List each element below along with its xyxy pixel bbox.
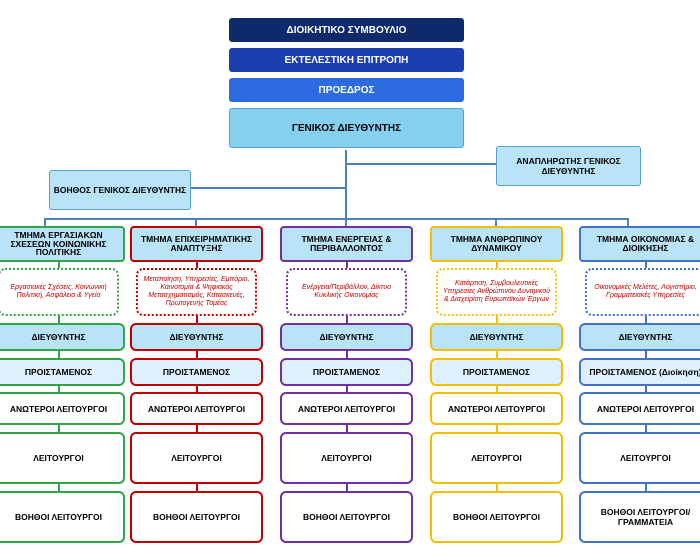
department-description: Κατάρτιση, Συμβουλευτικές Υπηρεσίες Ανθρ…: [436, 268, 557, 316]
department-row-connector: [495, 262, 498, 268]
department-title: ΤΜΗΜΑ ΕΡΓΑΣΙΑΚΩΝ ΣΧΕΣΕΩΝ ΚΟΙΝΩΝΙΚΗΣ ΠΟΛΙ…: [0, 226, 125, 262]
department-title: ΤΜΗΜΑ ΕΠΙΧΕΙΡΗΜΑΤΙΚΗΣ ΑΝΑΠΤΥΞΗΣ: [130, 226, 263, 262]
officers-box: ΛΕΙΤΟΥΡΓΟΙ: [430, 432, 563, 484]
officers-box: ΛΕΙΤΟΥΡΓΟΙ: [280, 432, 413, 484]
assistant-officers-box: ΒΟΗΘΟΙ ΛΕΙΤΟΥΡΓΟΙ: [0, 491, 125, 543]
department-row-connector: [495, 351, 498, 358]
director-box: ΔΙΕΥΘΥΝΤΗΣ: [280, 323, 413, 351]
department-row-connector: [345, 484, 348, 491]
connector-dept-3: [345, 218, 347, 226]
connector-assistant: [191, 187, 347, 189]
assistant-officers-box: ΒΟΗΘΟΙ ΛΕΙΤΟΥΡΓΟΙ: [430, 491, 563, 543]
department-row-connector: [345, 386, 348, 392]
department-description: Μεταποίηση, Υπηρεσίες, Εμπόριο, Καινοτομ…: [136, 268, 257, 316]
connector-main-vertical: [345, 150, 347, 218]
assistant-officers-box: ΒΟΗΘΟΙ ΛΕΙΤΟΥΡΓΟΙ/ ΓΡΑΜΜΑΤΕΙΑ: [579, 491, 700, 543]
department-row-connector: [644, 351, 647, 358]
department-row-connector: [495, 425, 498, 432]
department-row-connector: [195, 484, 198, 491]
department-row-connector: [57, 316, 60, 323]
assistant-officers-box: ΒΟΗΘΟΙ ΛΕΙΤΟΥΡΓΟΙ: [130, 491, 263, 543]
department-description: Ενέργεια/Περιβάλλον, Δίκτυο Κυκλικής Οικ…: [286, 268, 407, 316]
connector-dept-2: [195, 218, 197, 226]
officers-box: ΛΕΙΤΟΥΡΓΟΙ: [579, 432, 700, 484]
department-row-connector: [195, 351, 198, 358]
officers-box: ΛΕΙΤΟΥΡΓΟΙ: [0, 432, 125, 484]
connector-departments-horizontal: [44, 218, 628, 220]
department-description: Οικονομικές Μελέτες, Λογιστήριο, Γραμματ…: [585, 268, 700, 316]
department-row-connector: [495, 484, 498, 491]
connector-dept-5: [627, 218, 629, 226]
general-manager-box: ΓΕΝΙΚΟΣ ΔΙΕΥΘΥΝΤΗΣ: [229, 108, 464, 148]
head-of-section-box: ΠΡΟΙΣΤΑΜΕΝΟΣ: [0, 358, 125, 386]
director-box: ΔΙΕΥΘΥΝΤΗΣ: [579, 323, 700, 351]
department-row-connector: [57, 262, 60, 268]
department-row-connector: [57, 484, 60, 491]
department-row-connector: [495, 386, 498, 392]
senior-officers-box: ΑΝΩΤΕΡΟΙ ΛΕΙΤΟΥΡΓΟΙ: [280, 392, 413, 425]
department-row-connector: [495, 316, 498, 323]
department-row-connector: [644, 316, 647, 323]
head-of-section-box: ΠΡΟΙΣΤΑΜΕΝΟΣ: [130, 358, 263, 386]
department-row-connector: [57, 425, 60, 432]
department-description: Εργασιακές Σχέσεις, Κοινωνική Πολιτική, …: [0, 268, 119, 316]
department-row-connector: [195, 262, 198, 268]
department-row-connector: [345, 262, 348, 268]
connector-deputy: [346, 163, 496, 165]
senior-officers-box: ΑΝΩΤΕΡΟΙ ΛΕΙΤΟΥΡΓΟΙ: [130, 392, 263, 425]
department-row-connector: [345, 316, 348, 323]
head-of-section-box: ΠΡΟΙΣΤΑΜΕΝΟΣ: [430, 358, 563, 386]
department-title: ΤΜΗΜΑ ΕΝΕΡΓΕΙΑΣ & ΠΕΡΙΒΑΛΛΟΝΤΟΣ: [280, 226, 413, 262]
connector-dept-4: [495, 218, 497, 226]
connector-dept-1: [44, 218, 46, 226]
senior-officers-box: ΑΝΩΤΕΡΟΙ ΛΕΙΤΟΥΡΓΟΙ: [0, 392, 125, 425]
department-row-connector: [644, 262, 647, 268]
department-row-connector: [345, 425, 348, 432]
director-box: ΔΙΕΥΘΥΝΤΗΣ: [130, 323, 263, 351]
director-box: ΔΙΕΥΘΥΝΤΗΣ: [0, 323, 125, 351]
assistant-general-manager-box: ΒΟΗΘΟΣ ΓΕΝΙΚΟΣ ΔΙΕΥΘΥΝΤΗΣ: [49, 170, 191, 210]
department-row-connector: [195, 316, 198, 323]
deputy-general-manager-box: ΑΝΑΠΛΗΡΩΤΗΣ ΓΕΝΙΚΟΣ ΔΙΕΥΘΥΝΤΗΣ: [496, 146, 641, 186]
executive-committee-box: ΕΚΤΕΛΕΣΤΙΚΗ ΕΠΙΤΡΟΠΗ: [229, 48, 464, 72]
department-row-connector: [644, 484, 647, 491]
department-row-connector: [57, 351, 60, 358]
department-row-connector: [644, 425, 647, 432]
officers-box: ΛΕΙΤΟΥΡΓΟΙ: [130, 432, 263, 484]
department-title: ΤΜΗΜΑ ΑΝΘΡΩΠΙΝΟΥ ΔΥΝΑΜΙΚΟΥ: [430, 226, 563, 262]
department-row-connector: [195, 425, 198, 432]
department-row-connector: [644, 386, 647, 392]
department-row-connector: [345, 351, 348, 358]
department-row-connector: [195, 386, 198, 392]
assistant-officers-box: ΒΟΗΘΟΙ ΛΕΙΤΟΥΡΓΟΙ: [280, 491, 413, 543]
department-row-connector: [57, 386, 60, 392]
head-of-section-box: ΠΡΟΙΣΤΑΜΕΝΟΣ: [280, 358, 413, 386]
head-of-section-box: ΠΡΟΙΣΤΑΜΕΝΟΣ (Διοίκηση): [579, 358, 700, 386]
board-box: ΔΙΟΙΚΗΤΙΚΟ ΣΥΜΒΟΥΛΙΟ: [229, 18, 464, 42]
chairman-box: ΠΡΟΕΔΡΟΣ: [229, 78, 464, 102]
senior-officers-box: ΑΝΩΤΕΡΟΙ ΛΕΙΤΟΥΡΓΟΙ: [430, 392, 563, 425]
director-box: ΔΙΕΥΘΥΝΤΗΣ: [430, 323, 563, 351]
senior-officers-box: ΑΝΩΤΕΡΟΙ ΛΕΙΤΟΥΡΓΟΙ: [579, 392, 700, 425]
department-title: ΤΜΗΜΑ ΟΙΚΟΝΟΜΙΑΣ & ΔΙΟΙΚΗΣΗΣ: [579, 226, 700, 262]
